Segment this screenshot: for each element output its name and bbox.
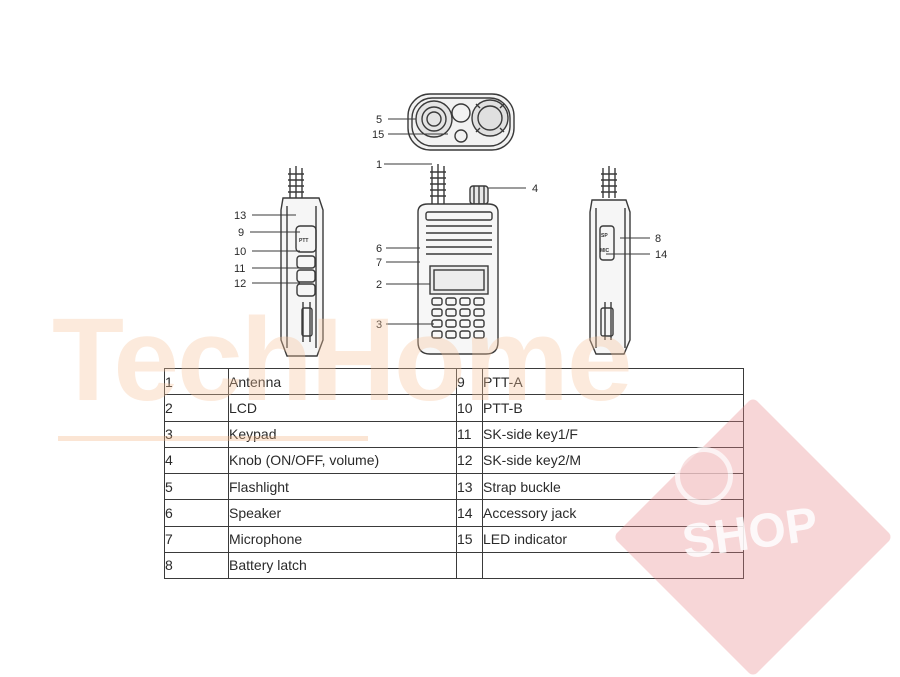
- callout-4: 4: [532, 183, 538, 195]
- callout-14: 14: [655, 249, 667, 261]
- part-number: 12: [456, 446, 483, 475]
- part-number: 8: [164, 551, 229, 580]
- part-number: 13: [456, 472, 483, 501]
- part-number: 7: [164, 525, 229, 553]
- part-number: [456, 551, 483, 580]
- part-label: Antenna: [228, 367, 457, 396]
- callout-5: 5: [376, 114, 382, 126]
- callout-9: 9: [238, 227, 244, 239]
- part-label: Knob (ON/OFF, volume): [228, 446, 457, 475]
- callout-1: 1: [376, 159, 382, 171]
- part-number: 14: [456, 499, 483, 527]
- part-label: PTT-A: [482, 367, 744, 396]
- part-label: [482, 551, 744, 580]
- callout-12: 12: [234, 278, 246, 290]
- callout-10: 10: [234, 246, 246, 258]
- leader-lines: [250, 118, 650, 325]
- part-label: LCD: [228, 394, 457, 422]
- callout-3: 3: [376, 319, 382, 331]
- table-row: 8 Battery latch: [164, 551, 744, 580]
- callout-11: 11: [234, 263, 245, 275]
- part-label: PTT-B: [482, 394, 744, 422]
- part-number: 15: [456, 525, 483, 553]
- part-number: 5: [164, 472, 229, 501]
- table-row: 1 Antenna 9 PTT-A: [164, 367, 744, 396]
- part-number: 11: [456, 420, 483, 448]
- part-label: Microphone: [228, 525, 457, 553]
- table-row: 4 Knob (ON/OFF, volume) 12 SK-side key2/…: [164, 446, 744, 475]
- table-row: 5 Flashlight 13 Strap buckle: [164, 472, 744, 501]
- radio-top-view: [407, 93, 515, 151]
- part-label: Flashlight: [228, 472, 457, 501]
- table-row: 2 LCD 10 PTT-B: [164, 394, 744, 422]
- part-number: 4: [164, 446, 229, 475]
- watermark-tag-hole: [675, 447, 733, 505]
- left-ptt-label: PTT: [299, 238, 308, 244]
- part-label: Battery latch: [228, 551, 457, 580]
- callout-6: 6: [376, 243, 382, 255]
- watermark-brand: TechHome: [52, 294, 632, 426]
- part-label: Speaker: [228, 499, 457, 527]
- right-mic-label: MIC: [600, 248, 610, 254]
- watermark-underline: [58, 436, 368, 441]
- radio-left-side-view: [280, 166, 324, 357]
- radio-front-view: [417, 164, 499, 355]
- part-number: 6: [164, 499, 229, 527]
- right-sp-label: SP: [601, 233, 608, 239]
- callout-13: 13: [234, 210, 246, 222]
- callout-15: 15: [372, 129, 384, 141]
- callout-8: 8: [655, 233, 661, 245]
- table-row: 6 Speaker 14 Accessory jack: [164, 499, 744, 527]
- callout-2: 2: [376, 279, 382, 291]
- callout-7: 7: [376, 257, 382, 269]
- parts-table: 1 Antenna 9 PTT-A 2 LCD 10 PTT-B 3 Keypa…: [164, 367, 744, 580]
